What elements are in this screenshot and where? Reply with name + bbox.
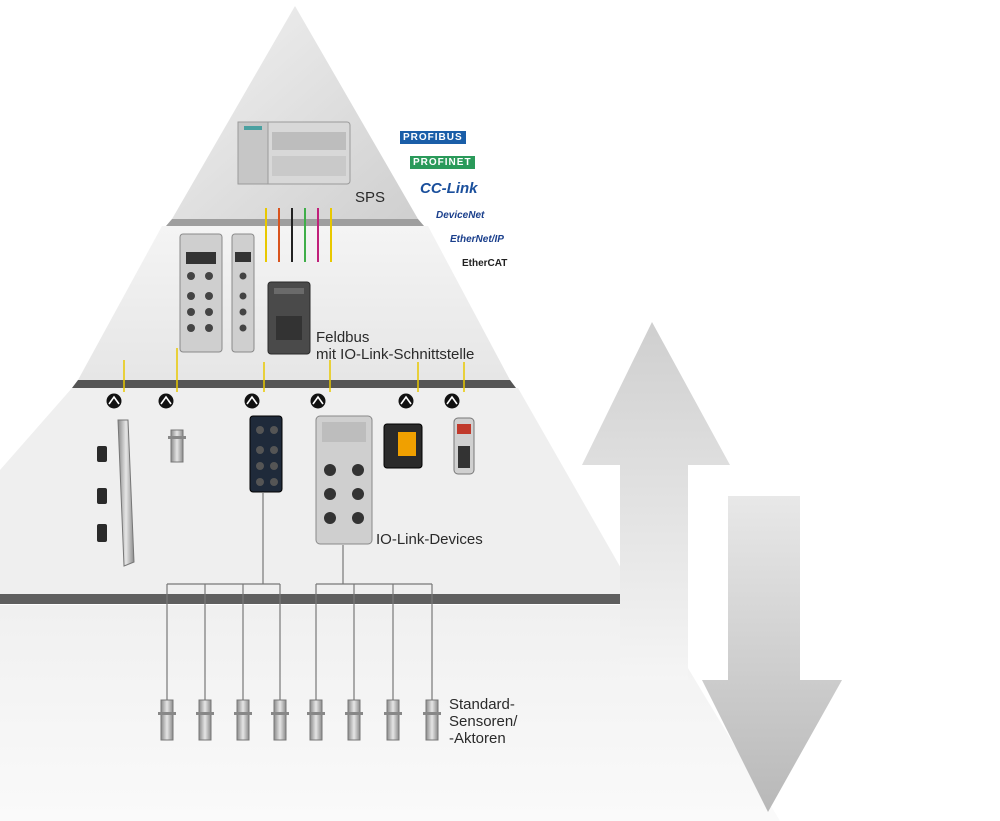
standard-sensor <box>384 699 402 741</box>
standard-sensor <box>158 699 176 741</box>
tier-sps <box>172 6 418 219</box>
arrow-up-icon <box>582 322 730 680</box>
separator-io-link <box>0 594 650 604</box>
io-link-symbols <box>106 393 460 409</box>
feldbus-label-line2: mit IO-Link-Schnittstelle <box>316 346 475 363</box>
io-link-symbol-icon <box>444 393 460 409</box>
laser-sensor-device <box>383 423 423 469</box>
ethercat-logo: EtherCAT <box>462 258 508 269</box>
cc-link-logo: CC-Link <box>420 180 478 197</box>
arrow-down-icon <box>702 496 842 812</box>
standard-sensor <box>345 699 363 741</box>
standard-sensor <box>271 699 289 741</box>
fieldbus-module-dark <box>267 281 311 355</box>
standard-sensor <box>423 699 441 741</box>
standard-sensor <box>234 699 252 741</box>
io-link-devices-label: IO-Link-Devices <box>376 531 483 548</box>
devicenet-logo: DeviceNet <box>436 210 485 221</box>
standard-sensors <box>158 699 441 741</box>
linear-transducer-device <box>97 419 135 567</box>
separator-top <box>166 219 424 226</box>
io-hub-device <box>249 415 283 493</box>
ethernet-ip-logo: EtherNet/IP <box>450 234 504 245</box>
standard-sensor <box>196 699 214 741</box>
io-link-symbol-icon <box>310 393 326 409</box>
standard-wiring <box>166 492 433 700</box>
io-link-symbol-icon <box>106 393 122 409</box>
handheld-sensor-device <box>453 417 475 475</box>
feldbus-label: Feldbus mit IO-Link-Schnittstelle <box>316 329 474 363</box>
standard-label-line1: Standard- <box>449 696 515 713</box>
io-link-wires <box>123 348 465 392</box>
standard-sensor <box>307 699 325 741</box>
io-link-symbol-icon <box>158 393 174 409</box>
fieldbus-module-slim <box>231 233 255 353</box>
io-module-device <box>315 415 373 545</box>
plc-device <box>237 121 351 185</box>
profinet-logo: PROFINET <box>410 156 475 169</box>
sps-label: SPS <box>355 189 386 206</box>
standard-label-line2: Sensoren/ <box>449 713 518 730</box>
standard-label-line3: -Aktoren <box>449 730 506 747</box>
fieldbus-cables <box>265 208 332 262</box>
io-link-symbol-icon <box>244 393 260 409</box>
io-link-symbol-icon <box>398 393 414 409</box>
feldbus-label-line1: Feldbus <box>316 329 370 346</box>
standard-sensors-label: Standard- Sensoren/ -Aktoren <box>449 696 517 747</box>
profibus-logo: PROFIBUS <box>400 131 466 144</box>
cylindrical-sensor-device <box>168 429 186 463</box>
fieldbus-module-large <box>179 233 223 353</box>
separator-feldbus <box>72 380 516 388</box>
